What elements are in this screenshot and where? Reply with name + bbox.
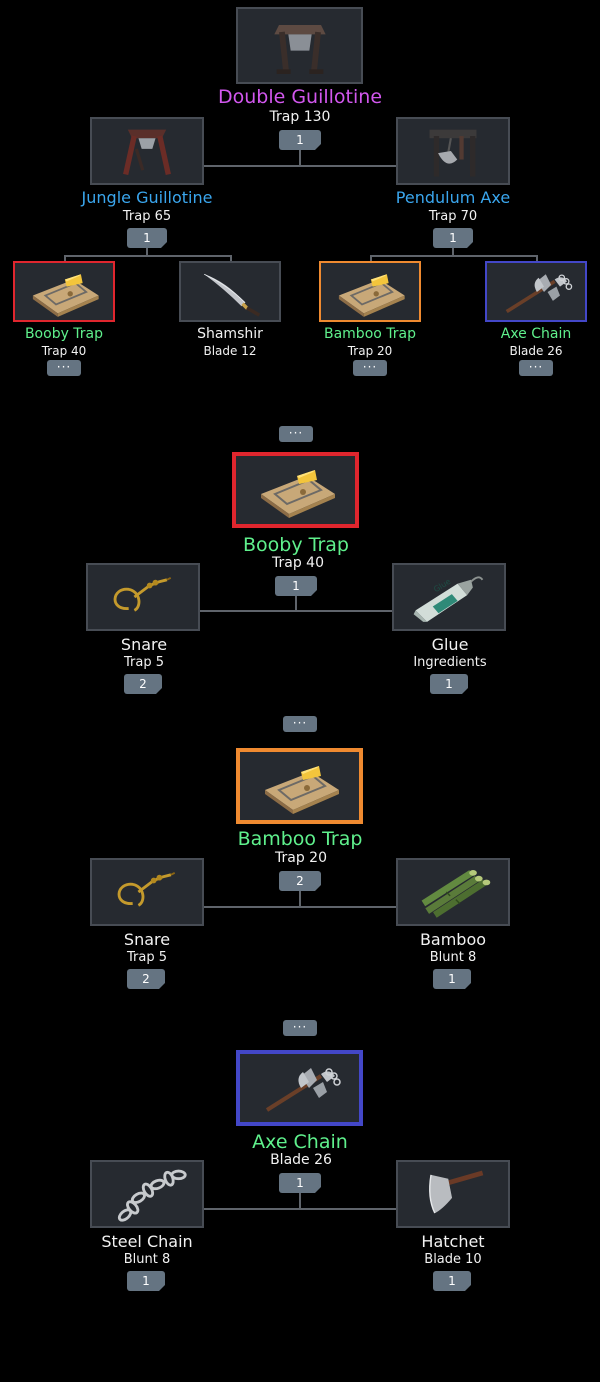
item-subtitle: Blade 26: [509, 344, 563, 358]
item-name: Glue: [431, 635, 469, 654]
item-subtitle: Blunt 8: [429, 950, 477, 965]
snare-icon[interactable]: [90, 858, 204, 926]
item-subtitle: Trap 65: [122, 209, 172, 224]
tree-connector: [299, 891, 301, 907]
item-name: Snare: [120, 635, 168, 654]
booby-trap-icon[interactable]: [13, 261, 115, 322]
count-badge: 1: [127, 228, 167, 248]
item-subtitle: Blade 26: [270, 1152, 332, 1168]
tree-connector: [452, 246, 454, 256]
bamboo-trap-icon[interactable]: [319, 261, 421, 322]
item-name: Hatchet: [421, 1232, 485, 1251]
tree-connector: [299, 1193, 301, 1209]
item-name: Shamshir: [197, 326, 263, 342]
item-name: Bamboo: [419, 930, 487, 949]
more-button[interactable]: ···: [47, 360, 81, 376]
tree-connector: [370, 255, 372, 263]
item-subtitle: Trap 20: [347, 344, 393, 358]
axe-chain-icon[interactable]: [236, 1050, 363, 1126]
bamboo-icon[interactable]: [396, 858, 510, 926]
tree-connector: [199, 610, 393, 612]
pendulum-axe-icon[interactable]: [396, 117, 510, 185]
item-name: Bamboo Trap: [323, 326, 416, 342]
double-guillotine-icon[interactable]: [236, 7, 363, 84]
count-badge: 1: [127, 1271, 165, 1291]
glue-icon[interactable]: [392, 563, 506, 631]
item-subtitle: Ingredients: [413, 655, 487, 670]
more-button[interactable]: ···: [519, 360, 553, 376]
item-subtitle: Trap 40: [41, 344, 87, 358]
snare-icon[interactable]: [86, 563, 200, 631]
count-badge: 2: [124, 674, 162, 694]
more-button[interactable]: ···: [283, 716, 317, 732]
tree-connector: [203, 906, 397, 908]
item-subtitle: Trap 130: [269, 109, 331, 125]
item-subtitle: Trap 40: [272, 555, 324, 571]
jungle-guillotine-icon[interactable]: [90, 117, 204, 185]
booby-trap-icon[interactable]: [232, 452, 359, 528]
more-button[interactable]: ···: [353, 360, 387, 376]
item-name: Booby Trap: [243, 534, 349, 556]
item-subtitle: Blade 12: [203, 344, 257, 358]
count-badge: 1: [430, 674, 468, 694]
bamboo-trap-icon[interactable]: [236, 748, 363, 824]
item-name: Double Guillotine: [217, 86, 383, 108]
item-name: Booby Trap: [24, 326, 104, 342]
item-subtitle: Trap 20: [275, 850, 327, 866]
tree-connector: [295, 596, 297, 611]
item-subtitle: Blade 10: [424, 1252, 482, 1267]
tree-connector: [230, 255, 232, 263]
shamshir-icon[interactable]: [179, 261, 281, 322]
tree-connector: [299, 150, 301, 167]
more-button[interactable]: ···: [279, 426, 313, 442]
tree-connector: [536, 255, 538, 263]
tree-connector: [203, 1208, 397, 1210]
steel-chain-icon[interactable]: [90, 1160, 204, 1228]
count-badge: 1: [279, 1173, 321, 1193]
count-badge: 1: [279, 130, 321, 150]
item-subtitle: Trap 5: [124, 655, 164, 670]
tree-connector: [370, 255, 538, 257]
count-badge: 2: [127, 969, 165, 989]
tree-connector: [64, 255, 232, 257]
hatchet-icon[interactable]: [396, 1160, 510, 1228]
item-name: Axe Chain: [252, 1131, 348, 1153]
item-name: Snare: [123, 930, 171, 949]
item-name: Steel Chain: [101, 1232, 193, 1251]
item-subtitle: Trap 5: [127, 950, 167, 965]
tree-connector: [64, 255, 66, 263]
more-button[interactable]: ···: [283, 1020, 317, 1036]
axe-chain-icon[interactable]: [485, 261, 587, 322]
tree-connector: [146, 246, 148, 256]
item-name: Bamboo Trap: [237, 828, 363, 850]
item-name: Pendulum Axe: [395, 188, 511, 207]
item-subtitle: Blunt 8: [123, 1252, 171, 1267]
count-badge: 1: [275, 576, 317, 596]
count-badge: 2: [279, 871, 321, 891]
count-badge: 1: [433, 228, 473, 248]
item-name: Axe Chain: [500, 326, 572, 342]
item-subtitle: Trap 70: [428, 209, 478, 224]
count-badge: 1: [433, 969, 471, 989]
item-name: Jungle Guillotine: [81, 188, 213, 207]
count-badge: 1: [433, 1271, 471, 1291]
